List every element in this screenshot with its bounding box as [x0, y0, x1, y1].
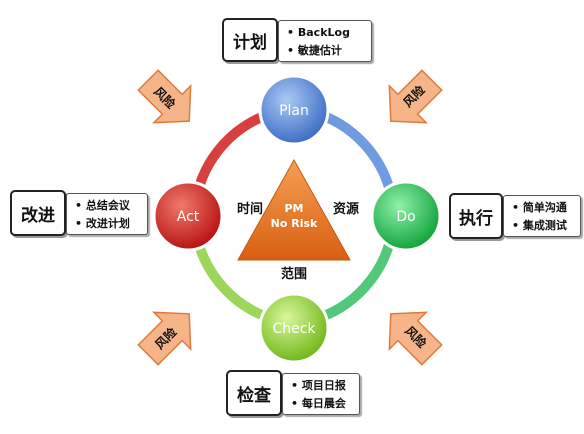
- do-items-box: 简单沟通 集成测试: [503, 195, 581, 237]
- center-right-label: 资源: [333, 201, 359, 217]
- act-item: 总结会议: [75, 197, 141, 215]
- center-line2: No Risk: [271, 217, 318, 230]
- node-plan-label: Plan: [279, 103, 309, 119]
- check-item: 每日晨会: [291, 395, 353, 413]
- risk-arrow-bottom-left: 风险: [137, 311, 192, 366]
- plan-title-box: 计划: [222, 18, 278, 62]
- do-item: 简单沟通: [512, 199, 574, 217]
- check-title-box: 检查: [226, 370, 282, 416]
- node-act: Act: [152, 180, 224, 252]
- risk-arrow-top-right: 风险: [388, 69, 443, 124]
- plan-title: 计划: [233, 32, 267, 53]
- node-do: Do: [370, 180, 442, 252]
- node-do-label: Do: [396, 209, 415, 225]
- do-item: 集成测试: [512, 217, 574, 235]
- plan-item: BackLog: [287, 24, 365, 42]
- center-bottom-label: 范围: [281, 266, 307, 282]
- check-items-box: 项目日报 每日晨会: [282, 373, 360, 415]
- plan-item: 敏捷估计: [287, 42, 365, 60]
- center-line1: PM: [284, 202, 303, 215]
- act-title-box: 改进: [10, 190, 66, 236]
- check-item: 项目日报: [291, 377, 353, 395]
- plan-items-box: BackLog 敏捷估计: [278, 20, 372, 62]
- do-title-box: 执行: [449, 193, 503, 239]
- risk-arrow-bottom-right: 风险: [388, 311, 443, 366]
- node-check: Check: [258, 292, 330, 364]
- check-title: 检查: [237, 385, 271, 406]
- risk-arrow-top-left: 风险: [137, 69, 192, 124]
- node-plan: Plan: [258, 74, 330, 146]
- act-items-box: 总结会议 改进计划: [66, 193, 148, 235]
- node-check-label: Check: [272, 321, 316, 337]
- act-item: 改进计划: [75, 215, 141, 233]
- center-left-label: 时间: [237, 201, 263, 217]
- act-title: 改进: [21, 205, 55, 226]
- do-title: 执行: [459, 208, 493, 229]
- center-triangle: [237, 158, 351, 261]
- node-act-label: Act: [177, 209, 200, 225]
